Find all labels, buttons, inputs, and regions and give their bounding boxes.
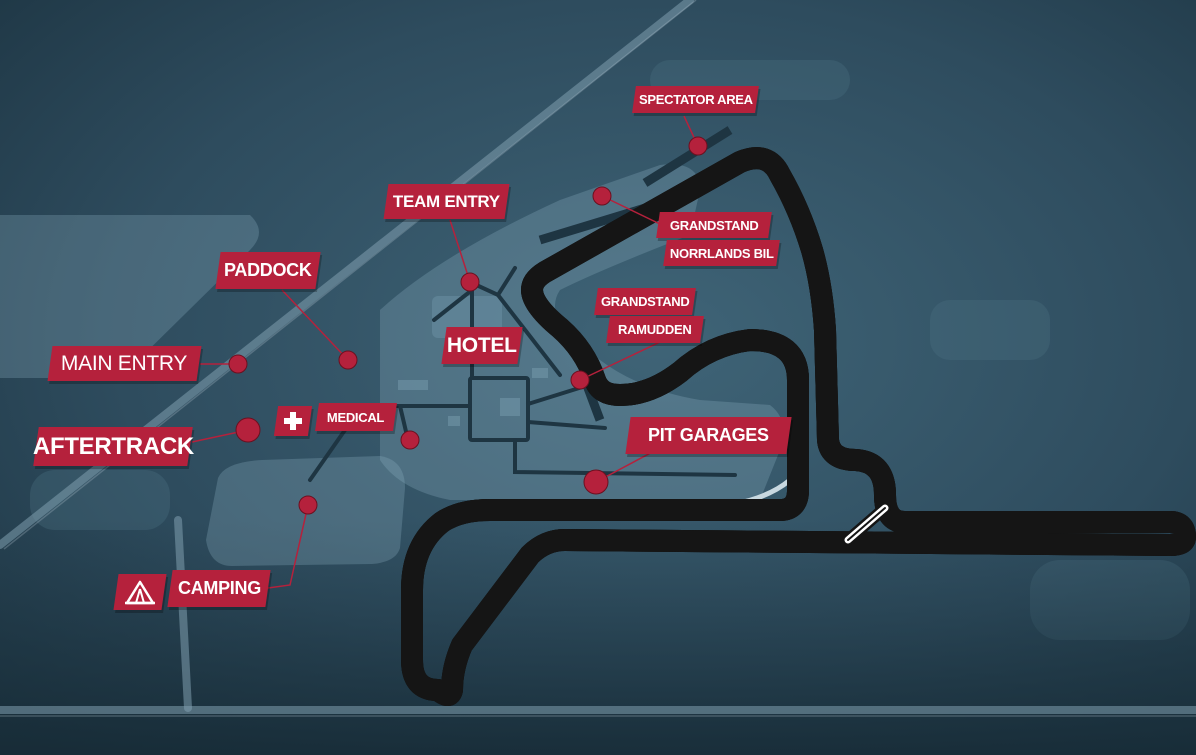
team-entry-label[interactable]: TEAM ENTRY — [383, 184, 510, 219]
camping-label-text: CAMPING — [177, 578, 261, 598]
grandstand-ramudden-label-bottom[interactable]: RAMUDDEN — [606, 316, 704, 343]
grandstand-norrlands-dot[interactable] — [592, 186, 612, 206]
pit-garages-dot[interactable] — [583, 469, 609, 495]
grandstand-norrlands-label-bottom[interactable]: NORRLANDS BIL — [663, 240, 780, 266]
grandstand-norrlands-text-top: GRANDSTAND — [669, 217, 759, 233]
camping-label[interactable]: CAMPING — [167, 570, 271, 607]
building-blocks — [398, 368, 548, 426]
bottom-shade — [0, 520, 1196, 755]
aftertrack-dot[interactable] — [235, 417, 261, 443]
main-entry-dot[interactable] — [228, 354, 248, 374]
main-entry-label-text: MAIN ENTRY — [61, 351, 188, 375]
medical-label-text: MEDICAL — [327, 409, 385, 425]
ground-areas — [0, 164, 784, 566]
grandstand-ramudden-text-bottom: RAMUDDEN — [618, 322, 692, 337]
grandstand-ramudden-label-top[interactable]: GRANDSTAND — [594, 288, 696, 315]
aftertrack-label[interactable]: AFTERTRACK — [32, 427, 194, 466]
medical-dot[interactable] — [400, 430, 420, 450]
race-circuit — [401, 158, 1196, 695]
paddock-dot[interactable] — [338, 350, 358, 370]
main-entry-lot — [0, 215, 259, 378]
grandstand-ramudden-dot[interactable] — [570, 370, 590, 390]
location-dots — [228, 136, 708, 515]
grandstand-norrlands-label-top[interactable]: GRANDSTAND — [656, 212, 772, 238]
grandstand-ramudden-text-top: GRANDSTAND — [600, 294, 690, 309]
infield-area — [380, 164, 784, 501]
grandstand-norrlands-text-bottom: NORRLANDS BIL — [669, 245, 774, 261]
medical-icon-box[interactable] — [273, 406, 313, 436]
main-entry-label[interactable]: MAIN ENTRY — [47, 346, 202, 381]
pit-lane — [842, 502, 891, 546]
tent-icon — [125, 580, 155, 605]
camping-icon-box[interactable] — [113, 574, 167, 610]
spectator-area-label[interactable]: SPECTATOR AREA — [632, 86, 759, 113]
pit-garages-label[interactable]: PIT GARAGES — [625, 417, 792, 454]
spectator-area-dot[interactable] — [688, 136, 708, 156]
medical-label[interactable]: MEDICAL — [315, 403, 397, 431]
medical-cross-icon — [284, 412, 302, 430]
spectator-area-label-text: SPECTATOR AREA — [638, 92, 753, 107]
team-entry-label-text: TEAM ENTRY — [393, 191, 500, 211]
paddock-label[interactable]: PADDOCK — [215, 252, 321, 289]
aftertrack-label-text: AFTERTRACK — [32, 432, 194, 460]
hotel-label[interactable]: HOTEL — [441, 327, 523, 364]
paddock-label-text: PADDOCK — [224, 260, 312, 280]
camping-dot[interactable] — [298, 495, 318, 515]
team-entry-dot[interactable] — [460, 272, 480, 292]
pit-garages-label-text: PIT GARAGES — [648, 425, 769, 445]
hotel-label-text: HOTEL — [447, 333, 517, 357]
